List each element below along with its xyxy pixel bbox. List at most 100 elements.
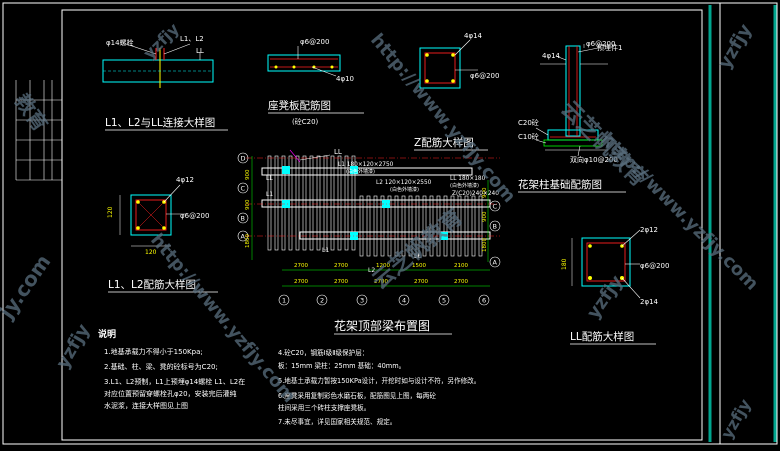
dims-left: 900 900 1800 <box>245 169 251 248</box>
dims-right: 900 900 1800 <box>482 187 488 252</box>
rafter <box>359 195 364 257</box>
svg-text:1800: 1800 <box>482 238 488 252</box>
notes-heading: 说明 <box>98 328 116 340</box>
rafter <box>274 155 279 251</box>
rafter <box>401 195 406 257</box>
rafter <box>309 155 314 251</box>
label-l1l2-stirrup: φ6@200 <box>180 212 209 220</box>
svg-text:C: C <box>241 185 246 193</box>
rafter <box>295 155 300 251</box>
label-z-spec: Z(C20)240×240 <box>452 191 499 197</box>
label-l1-spec: L1 180×120×2750 <box>338 162 394 168</box>
dims-bottom-top: 2700 2700 1200 1500 2100 <box>294 263 468 269</box>
svg-text:4: 4 <box>402 297 406 305</box>
note-line: 4.砼C20，钢筋Ⅰ级Ⅱ级保护层： <box>278 348 368 357</box>
inner-frame <box>61 9 703 441</box>
column-z <box>350 166 358 174</box>
detail-ll-section: 2φ12 φ6@200 2φ14 180 LL配筋大样图 <box>561 226 669 345</box>
column-z <box>282 166 290 174</box>
beam-ll-lower <box>299 231 491 240</box>
label-l2-spec: L2 120×120×2550 <box>376 180 432 186</box>
beam-ll-middle <box>261 199 491 208</box>
svg-text:2: 2 <box>320 297 324 305</box>
beam-ll-upper <box>261 167 473 176</box>
slab-section <box>267 54 341 72</box>
plan-roof-beams: D C B A C B A 1 2 3 4 5 6 <box>237 148 501 335</box>
svg-text:2700: 2700 <box>294 279 308 285</box>
rafters-upper <box>267 155 356 251</box>
svg-text:A: A <box>493 259 498 267</box>
plan-labels: LL L1 180×120×2750 (白色外墙漆) L2 120×120×25… <box>266 148 499 274</box>
svg-text:2700: 2700 <box>294 263 308 269</box>
svg-text:2700: 2700 <box>454 279 468 285</box>
rafter <box>267 155 272 251</box>
rafter <box>387 195 392 257</box>
rafter <box>366 195 371 257</box>
ll-section-outline <box>581 237 631 287</box>
svg-text:1: 1 <box>282 297 286 305</box>
label-ll-stirrup: φ6@200 <box>640 262 669 270</box>
title-pergola-base: 花架柱基础配筋图 <box>518 178 602 191</box>
note-line: 3.L1、L2预制，L1上预埋φ14螺栓 L1、L2在 <box>104 377 245 386</box>
rafter <box>394 195 399 257</box>
column-z-outline <box>419 47 461 89</box>
axis-bubbles-rows: D C B A C B A <box>237 152 501 268</box>
svg-text:900: 900 <box>245 169 251 180</box>
label-ll-dim: 180 <box>561 258 568 270</box>
label-ll-bottom: 2φ14 <box>640 298 659 306</box>
rafter <box>429 195 434 257</box>
title-z-rebar: Z配筋大样图 <box>414 136 474 149</box>
rafter <box>316 155 321 251</box>
label-ll-spec: LL 180×180 <box>450 176 486 182</box>
note-line: 板：15mm 梁柱：25mm 基础：40mm。 <box>278 361 405 370</box>
svg-text:900: 900 <box>482 211 488 222</box>
label-left-l1: L1 <box>266 191 273 198</box>
title-seat-slab: 座凳板配筋图 <box>268 99 331 112</box>
title-l1-l2-ll: L1、L2与LL连接大样图 <box>105 116 215 129</box>
svg-text:C: C <box>493 203 498 211</box>
detail-l1-l2-ll: φ14螺栓 L1、L2 LL L1、L2与LL连接大样图 <box>102 35 228 131</box>
watermark-text: yzfjy <box>52 320 94 372</box>
label-bolt: φ14螺栓 <box>106 38 134 47</box>
svg-text:A: A <box>241 233 246 241</box>
label-slab-bottom: 4φ10 <box>336 75 354 83</box>
rafter <box>450 195 455 257</box>
rafter <box>337 155 342 251</box>
svg-text:900: 900 <box>482 187 488 198</box>
axis-bubbles-cols: 1 2 3 4 5 6 <box>278 294 490 306</box>
column-z <box>282 200 290 208</box>
rafter <box>373 195 378 257</box>
rafter <box>408 195 413 257</box>
svg-text:2700: 2700 <box>374 279 388 285</box>
watermark-text: yzfjy <box>139 19 183 63</box>
label-z-corner: 4φ14 <box>464 32 483 40</box>
label-base-embed: 预埋件1 <box>597 43 622 52</box>
detail-l1-l2-section: 4φ12 φ6@200 120 120 L1、L2配筋大样图 <box>107 176 218 293</box>
label-base-mesh: 双向φ10@200 <box>570 155 618 164</box>
rafter <box>330 155 335 251</box>
note-line: 5.地基土承载力暂按150KPa设计，开挖时如与设计不符，另作修改。 <box>278 376 480 385</box>
note-line: 柱间采用三个砖柱支撑座凳板。 <box>278 403 370 412</box>
watermark-text: jy.com <box>0 250 55 324</box>
label-l1l2-top: 4φ12 <box>176 176 194 184</box>
detail-seat-slab: φ6@200 4φ10 座凳板配筋图 (砼C20) <box>267 38 364 126</box>
svg-text:1200: 1200 <box>376 263 390 269</box>
label-bottom-l1: L1 <box>322 247 329 254</box>
svg-text:1500: 1500 <box>412 263 426 269</box>
rafter <box>302 155 307 251</box>
label-left-ll: LL <box>266 175 273 182</box>
label-l1l2-dim-left: 120 <box>107 206 114 218</box>
label-l1-note: (白色外墙漆) <box>346 168 375 175</box>
note-line: 7.未尽事宜，详见国家相关规范、规定。 <box>278 417 396 426</box>
left-title-strip <box>15 80 62 181</box>
label-ll-top: 2φ12 <box>640 226 658 234</box>
rafter <box>380 195 385 257</box>
label-base-c20: C20砼 <box>518 118 539 127</box>
svg-text:2700: 2700 <box>414 279 428 285</box>
svg-text:5: 5 <box>442 297 446 305</box>
rafters-lower <box>359 195 483 257</box>
rafter <box>478 195 483 257</box>
dims-bottom: 2700 2700 2700 2700 2700 <box>294 279 468 285</box>
